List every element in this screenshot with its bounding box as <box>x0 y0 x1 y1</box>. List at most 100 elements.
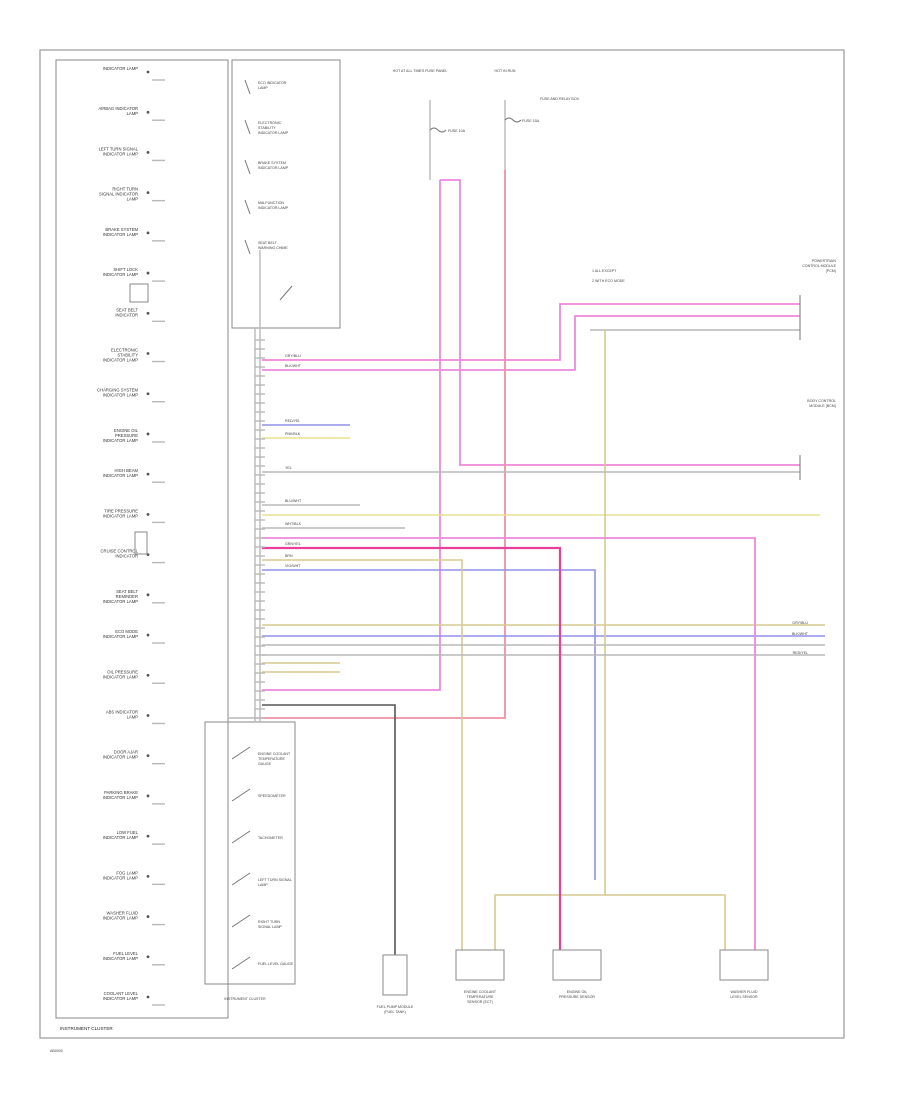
sensor-label: ENGINE OIL <box>567 990 588 994</box>
cluster-label: CHARGING SYSTEM <box>97 388 138 393</box>
module-switch <box>244 159 251 175</box>
cluster-label: ECO MODE <box>115 629 138 634</box>
cluster-pin <box>146 874 150 878</box>
cluster-label: SHIFT LOCK <box>113 267 138 272</box>
cluster-title: INSTRUMENT CLUSTER <box>60 1026 113 1031</box>
cluster-label: INDICATOR LAMP <box>103 755 138 760</box>
cluster-label: LOW FUEL <box>117 830 139 835</box>
cluster-pin <box>146 593 150 597</box>
module-label: ECO INDICATOR <box>258 81 287 85</box>
cluster-label: PRESSURE <box>115 433 138 438</box>
cluster-module-box <box>231 59 341 329</box>
wire-tan-1 <box>262 559 463 950</box>
cluster-pin <box>146 512 150 516</box>
text-layer: ENGINE COOLANTTEMPERATUREGAUGESPEEDOMETE… <box>50 69 837 1053</box>
wire-tag: GRN/YEL <box>285 542 301 546</box>
cluster-pin <box>146 70 150 74</box>
cluster-label: INDICATOR LAMP <box>103 634 138 639</box>
cluster-pin <box>146 915 150 918</box>
pcm-label: POWERTRAIN <box>812 259 837 263</box>
cluster-pin <box>146 673 150 677</box>
cluster-label: INDICATOR LAMP <box>103 674 138 679</box>
module-switch <box>244 79 251 95</box>
module-label: SEAT BELT <box>258 241 278 245</box>
cluster-label: HIGH BEAM <box>115 468 139 473</box>
gauge-switch <box>231 956 251 970</box>
cluster-pin <box>146 794 150 798</box>
cluster-label: OIL PRESSURE <box>107 669 138 674</box>
cluster-label: INDICATOR LAMP <box>103 151 138 156</box>
wire-tan-5 <box>494 330 606 950</box>
wire-pink-5 <box>262 537 756 950</box>
cluster-label: INDICATOR LAMP <box>103 513 138 518</box>
ect-sensor-box <box>455 949 505 981</box>
cluster-label: SIGNAL INDICATOR <box>99 192 138 197</box>
cluster-pin <box>146 271 150 275</box>
seat-belt-symbol <box>129 283 149 303</box>
fuse-panel-label: HOT AT ALL TIMES FUSE PANEL <box>393 69 448 73</box>
cluster-pin <box>146 110 150 114</box>
cluster-pin <box>146 754 150 758</box>
wire-tag-right: BLK/WHT <box>792 632 809 636</box>
gauge-label: LEFT TURN SIGNAL <box>258 878 292 882</box>
cluster-label: LEFT TURN SIGNAL <box>99 146 139 151</box>
gauge-label: GAUGE <box>258 762 272 766</box>
cluster-label: LAMP <box>127 197 139 202</box>
module-label: LAMP <box>258 86 268 90</box>
module-switch <box>244 119 251 135</box>
module-switches: ECO INDICATORLAMPELECTRONICSTABILITYINDI… <box>244 79 293 301</box>
sensor-label: WASHER FLUID <box>730 990 757 994</box>
cluster-label: INDICATOR LAMP <box>103 996 138 1001</box>
cluster-label: SEAT BELT <box>116 307 138 312</box>
cluster-label: INDICATOR LAMP <box>103 358 138 363</box>
cluster-pin <box>146 392 150 396</box>
gauge-label: RIGHT TURN <box>258 920 280 924</box>
gauge-label: TEMPERATURE <box>258 757 285 761</box>
module-label: WARNING CHIME <box>258 246 288 250</box>
gauge-switch <box>231 872 251 886</box>
wire-tag: BLK/WHT <box>285 364 302 368</box>
sensor-label: ENGINE COOLANT <box>464 990 497 994</box>
cluster-label: INDICATOR LAMP <box>103 393 138 398</box>
wire-pink-3 <box>440 179 800 466</box>
wire-tag: BLU/WHT <box>285 499 302 503</box>
cluster-label: COOLANT LEVEL <box>104 991 139 996</box>
bcm-label: MODULE (BCM) <box>809 404 836 408</box>
cluster-label: DOOR AJAR <box>114 750 138 755</box>
cluster-pin <box>146 311 150 315</box>
pcm-label: (PCM) <box>826 269 836 273</box>
fuse-a-symbol <box>429 127 447 133</box>
module-label: ELECTRONIC <box>258 121 282 125</box>
bcm-label: BODY CONTROL <box>807 399 836 403</box>
fuse-b-label: FUSE 15A <box>522 119 540 123</box>
cluster-label: WASHER FLUID <box>107 911 139 916</box>
wire-tag: RED/YEL <box>285 419 300 423</box>
cluster-pin <box>146 472 150 476</box>
footer-code: AB0000 <box>50 1049 63 1053</box>
cluster-label: PARKING BRAKE <box>104 790 138 795</box>
gauge-switch <box>231 788 251 802</box>
module-label: STABILITY <box>258 126 276 130</box>
gauge-label: SIGNAL LAMP <box>258 925 282 929</box>
cluster-label: FOG LAMP <box>116 870 138 875</box>
gauge-switch <box>231 914 251 928</box>
cluster-pin <box>146 714 150 717</box>
cluster-pin <box>146 995 150 999</box>
cluster-boundary <box>55 59 229 1019</box>
cluster-label: ELECTRONIC <box>111 348 138 353</box>
cluster-label: INDICATOR LAMP <box>103 916 138 921</box>
hot-run-label: HOT IN RUN <box>495 69 516 73</box>
wire-pink-4 <box>262 180 441 691</box>
legend-1: 1 ALL EXCEPT <box>592 269 617 273</box>
fuel-pump-module-box <box>382 954 408 996</box>
sensor-label: (FUEL TANK) <box>384 1010 406 1014</box>
wire-tag: YEL <box>285 466 292 470</box>
cluster-label: BRAKE SYSTEM <box>105 227 138 232</box>
cluster-label: INDICATOR LAMP <box>103 473 138 478</box>
sensor-label: TEMPERATURE <box>467 995 494 999</box>
wire-tag: WHT/BLK <box>285 522 302 526</box>
sensor-label: PRESSURE SENSOR <box>559 995 595 999</box>
cluster-label: INDICATOR LAMP <box>103 599 138 604</box>
